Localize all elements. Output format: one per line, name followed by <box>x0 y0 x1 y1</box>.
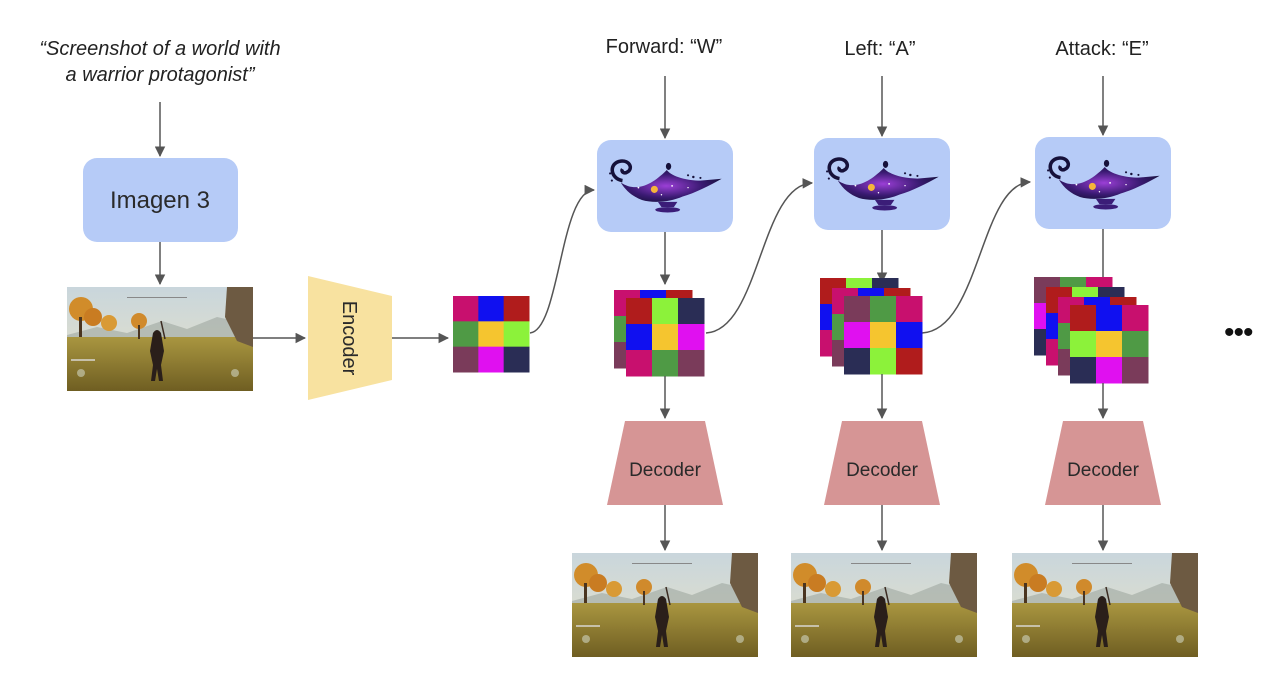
generated-frame-forward <box>572 553 758 657</box>
action-label-left: Left: “A” <box>844 38 916 60</box>
latent-cell <box>626 350 653 377</box>
latent-grid-current <box>844 296 923 375</box>
latent-cell <box>844 322 871 349</box>
latent-cell <box>1096 331 1123 358</box>
generated-frame-left <box>791 553 977 657</box>
text-prompt: “Screenshot of a world with a warrior pr… <box>0 36 320 88</box>
latent-cell <box>652 298 679 325</box>
latent-cell <box>870 322 897 349</box>
latent-cell <box>1122 331 1149 358</box>
latent-cell <box>453 346 479 373</box>
latent-grid-current <box>1070 305 1149 384</box>
initial-frame-image <box>67 287 253 391</box>
initial-latent-grid <box>453 296 530 373</box>
arrow-latent-to-model-3 <box>921 177 1032 334</box>
latent-cell <box>478 321 505 348</box>
text-prompt-line-1: “Screenshot of a world with <box>39 38 281 60</box>
latent-cell <box>678 350 705 377</box>
decoder-block <box>824 421 940 505</box>
imagen-label: Imagen 3 <box>110 187 210 214</box>
latent-cell <box>1070 357 1097 384</box>
decoder-label: Decoder <box>629 460 701 481</box>
step-column-left: Decoder <box>791 76 977 657</box>
latent-cell <box>896 296 923 323</box>
latent-cell <box>626 324 653 351</box>
latent-cell <box>478 296 505 322</box>
latent-cell <box>870 296 897 323</box>
imagen-box <box>83 158 238 242</box>
latent-cell <box>626 298 653 325</box>
latent-cell <box>1070 331 1097 358</box>
latent-cell <box>453 296 479 322</box>
action-label-forward: Forward: “W” <box>605 36 723 58</box>
decoder-block <box>1045 421 1161 505</box>
arrow-latent-to-model-2 <box>705 178 814 334</box>
encoder-label: Encoder <box>338 301 360 376</box>
latent-cell <box>652 324 679 351</box>
latent-cell <box>478 346 505 373</box>
latent-cell <box>1122 305 1149 332</box>
generated-frame-attack <box>1012 553 1198 657</box>
latent-cell <box>844 348 871 375</box>
text-prompt-line-2: a warrior protagonist” <box>65 64 255 86</box>
action-label-attack: Attack: “E” <box>1055 38 1149 60</box>
latent-cell <box>503 346 530 373</box>
latent-cell <box>1070 305 1097 332</box>
latent-grid <box>453 296 530 373</box>
latent-cell <box>1096 305 1123 332</box>
latent-cell <box>844 296 871 323</box>
latent-cell <box>503 321 530 348</box>
latent-cell <box>1122 357 1149 384</box>
latent-grid-current <box>626 298 705 377</box>
latent-cell <box>870 348 897 375</box>
latent-cell <box>652 350 679 377</box>
step-column-forward: Decoder <box>572 76 758 657</box>
arrow-latent-to-model-1 <box>529 184 596 334</box>
latent-cell <box>896 348 923 375</box>
ellipsis-continuation: ••• <box>1224 316 1253 349</box>
latent-cell <box>896 322 923 349</box>
latent-cell <box>453 321 479 348</box>
latent-cell <box>678 298 705 325</box>
decoder-label: Decoder <box>1067 460 1139 481</box>
decoder-label: Decoder <box>846 460 918 481</box>
latent-cell <box>678 324 705 351</box>
step-column-attack: Decoder <box>1012 76 1198 657</box>
latent-cell <box>503 296 530 322</box>
encoder-block <box>308 276 392 400</box>
decoder-block <box>607 421 723 505</box>
latent-cell <box>1096 357 1123 384</box>
